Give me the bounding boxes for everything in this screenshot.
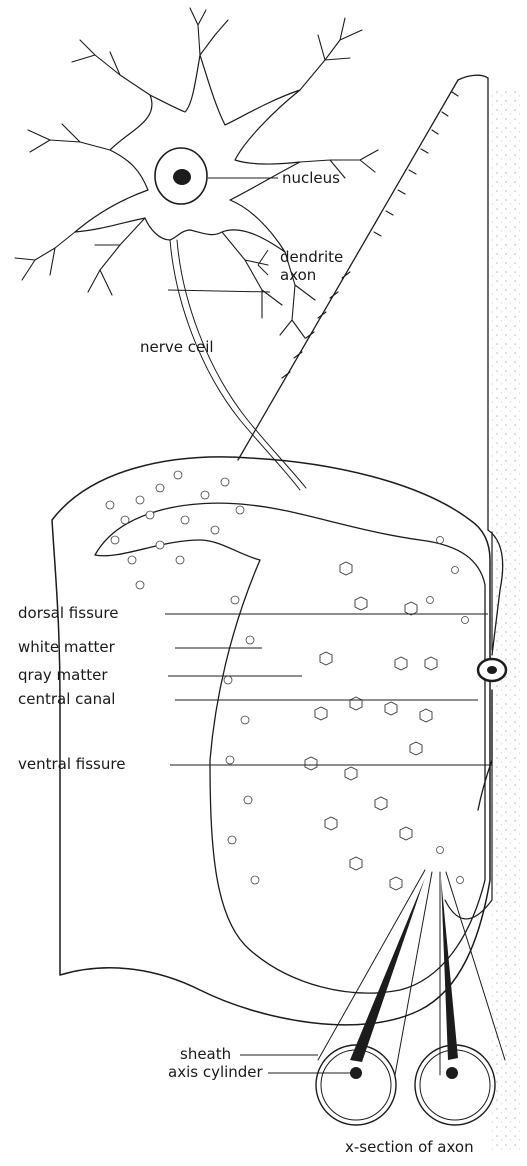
- label-gray-matter: qray matter: [18, 666, 108, 684]
- nucleolus: [173, 169, 191, 185]
- label-central-canal: central canal: [18, 690, 115, 708]
- label-axis-cylinder: axis cylinder: [168, 1063, 264, 1081]
- label-nerve-cell: nerve ceil: [140, 338, 214, 356]
- label-dorsal-fissure: dorsal fissure: [18, 604, 118, 622]
- leader-lines: [165, 178, 492, 1073]
- axis-cylinder-right: [446, 1067, 458, 1079]
- cell-body: [75, 55, 300, 252]
- label-axon: axon: [280, 266, 316, 284]
- label-ventral-fissure: ventral fissure: [18, 755, 125, 773]
- white-matter-cells: [106, 471, 469, 884]
- label-x-section: x-section of axon: [345, 1138, 474, 1156]
- label-dendrite: dendrite: [280, 248, 343, 266]
- gray-matter-region: [95, 503, 485, 993]
- gray-matter-neurons: [305, 562, 437, 890]
- label-white-matter: white matter: [18, 638, 116, 656]
- label-nucleus: nucleus: [282, 169, 340, 187]
- label-sheath: sheath: [180, 1045, 231, 1063]
- spinal-cord-block: [52, 75, 522, 1150]
